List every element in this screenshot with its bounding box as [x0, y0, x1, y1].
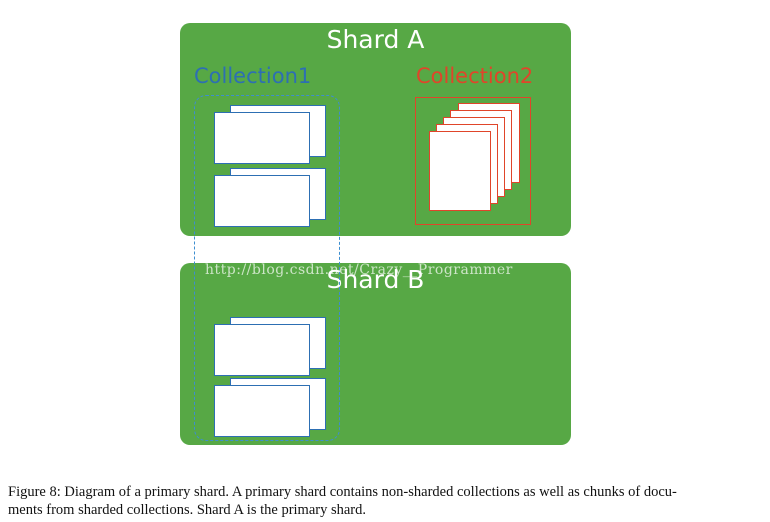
shard-a-title: Shard A: [326, 25, 425, 54]
collection1-chunk: [214, 385, 310, 437]
watermark: http://blog.csdn.net/Crazy__Programmer: [205, 262, 513, 278]
caption-line-1: Figure 8: Diagram of a primary shard. A …: [8, 484, 677, 500]
collection1-label: Collection1: [194, 64, 312, 88]
collection2-label: Collection2: [416, 64, 534, 88]
collection1-chunk: [214, 175, 310, 227]
collection2-document: [429, 131, 491, 211]
collection1-chunk: [214, 324, 310, 376]
shard-b-title: Shard B: [326, 265, 425, 294]
collection1-chunk: [214, 112, 310, 164]
caption-line-2: ments from sharded collections. Shard A …: [8, 502, 366, 518]
collection2-container: [415, 97, 531, 225]
collection1-outline: [194, 95, 340, 441]
figure-caption: Figure 8: Diagram of a primary shard. A …: [8, 483, 763, 519]
